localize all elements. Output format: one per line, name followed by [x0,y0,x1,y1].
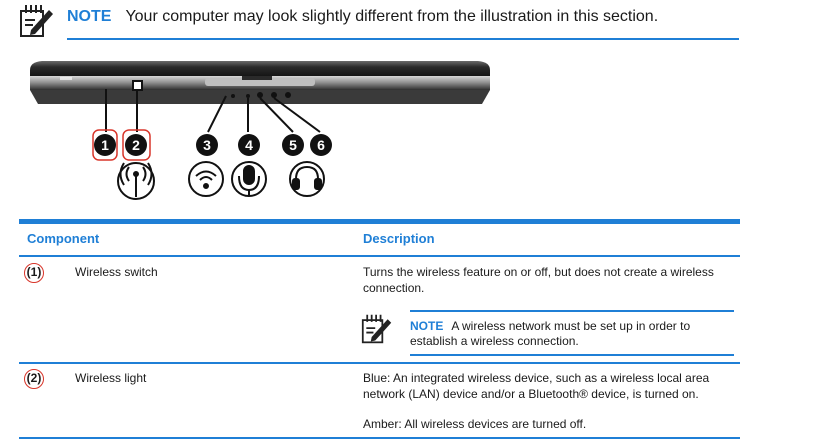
note-pencil-icon [361,313,393,345]
top-note: NOTE Your computer may look slightly diff… [67,6,739,40]
callout-label: 2 [132,137,140,153]
header-component: Component [27,231,100,246]
row-number-badge: (1) [24,263,44,283]
table-top-rule [19,219,740,224]
description-line: Blue: An integrated wireless device, suc… [363,371,710,385]
laptop-front-illustration: 1 2 3 4 5 6 [20,52,500,212]
callout-label: 5 [289,137,297,153]
header-description: Description [363,231,435,246]
component-name: Wireless light [75,371,147,385]
microphone-icon [231,161,267,197]
row-divider [19,362,740,364]
wireless-note: NOTE A wireless network must be set up in… [410,310,734,356]
row-number-badge: (2) [24,369,44,389]
description-line: network (LAN) device and/or a Bluetooth®… [363,387,699,401]
component-name: Wireless switch [75,265,158,279]
description-line: Turns the wireless feature on or off, bu… [363,265,714,279]
callout-4: 4 [238,134,260,156]
laptop-body [30,61,490,104]
component-description: Blue: An integrated wireless device, suc… [363,370,743,402]
header-rule [19,255,740,257]
note-text: establish a wireless connection. [410,334,579,348]
note-text: Your computer may look slightly differen… [125,8,659,25]
wireless-antenna-icon [117,162,155,200]
note-text: A wireless network must be set up in ord… [451,319,691,333]
callout-label: 3 [203,137,211,153]
note-label: NOTE [67,8,112,25]
callout-leaders [105,89,321,133]
component-description-extra: Amber: All wireless devices are turned o… [363,417,587,431]
callout-label: 1 [101,137,109,153]
wireless-signal-icon [188,161,224,197]
callout-label: 4 [245,137,253,153]
callout-2: 2 [122,129,151,161]
headphones-icon [289,161,325,197]
callout-5: 5 [282,134,304,156]
note-pencil-icon [19,4,55,38]
callout-6: 6 [310,134,332,156]
row-divider [19,437,740,439]
callout-3: 3 [196,134,218,156]
component-description: Turns the wireless feature on or off, bu… [363,264,743,296]
callout-label: 6 [317,137,325,153]
note-label: NOTE [410,319,444,333]
callout-1: 1 [92,129,118,161]
description-line: connection. [363,281,425,295]
